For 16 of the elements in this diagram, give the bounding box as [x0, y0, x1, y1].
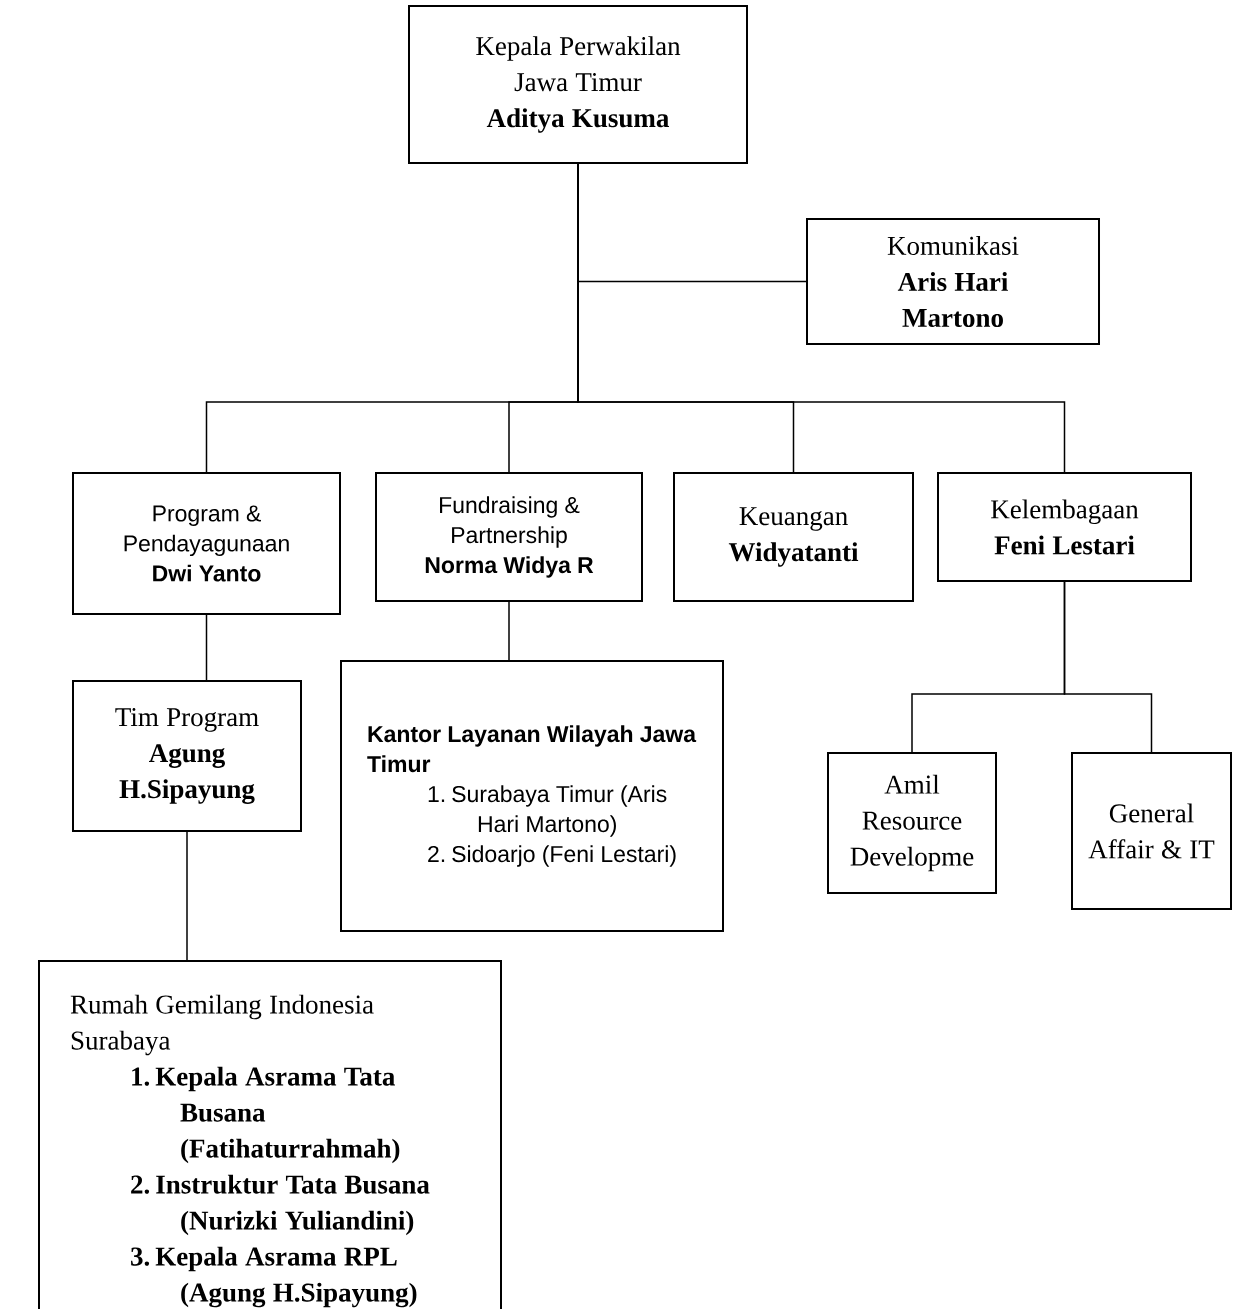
org-box: Rumah Gemilang Indonesia Surabaya 1. Kepala Asrama Tata Busana (Fatihaturrahmah) 2. Instruktur Tata Busana (Nurizki Yuliandini) 3. Kepala Asrama RPL (Agung H.Sipayung): [38, 960, 502, 1309]
org-box: Tim Program Agung H.Sipayung: [72, 680, 302, 832]
org-box: Amil Resource Developme: [827, 752, 997, 894]
org-box: Kepala Perwakilan Jawa Timur Aditya Kusuma: [408, 5, 748, 164]
org-box: Program & Pendayagunaan Dwi Yanto: [72, 472, 341, 615]
connector-line: [1063, 581, 1153, 753]
connector-line: [186, 831, 188, 961]
org-box: Kelembagaan Feni Lestari: [937, 472, 1192, 582]
org-box: Kantor Layanan Wilayah Jawa Timur 1. Surabaya Timur (Aris Hari Martono) 2. Sidoarjo (Feni Lestari): [340, 660, 724, 932]
org-box: General Affair & IT: [1071, 752, 1232, 910]
org-box: Komunikasi Aris Hari Martono: [806, 218, 1100, 345]
org-box: Fundraising & Partnership Norma Widya R: [375, 472, 643, 602]
connector-line: [577, 163, 1066, 473]
connector-line: [205, 614, 208, 681]
connector-line: [508, 601, 510, 661]
org-box: Keuangan Widyatanti: [673, 472, 914, 602]
